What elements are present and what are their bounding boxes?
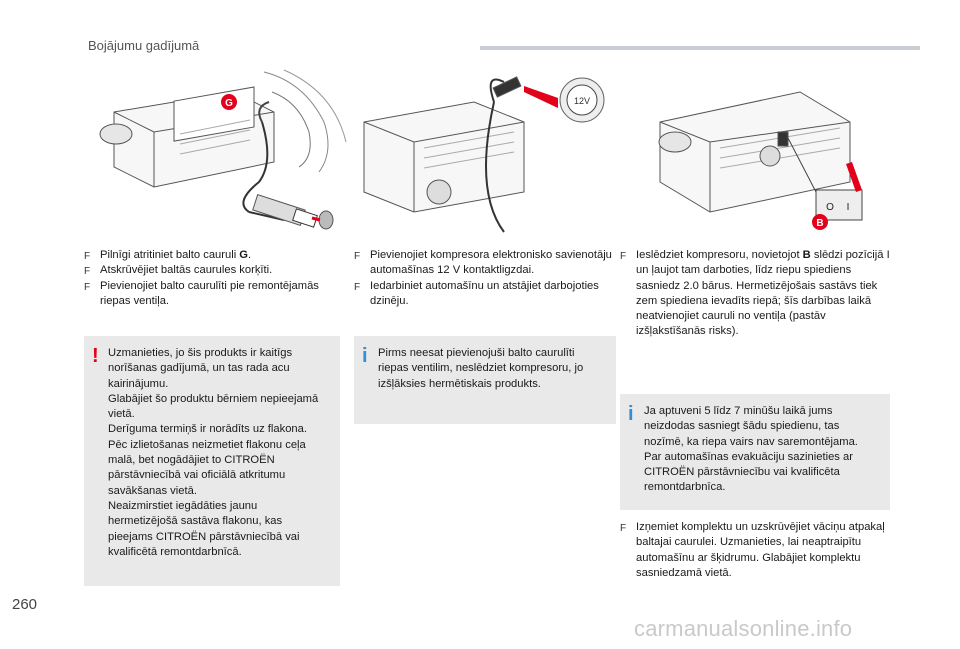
compressor-switch-illustration: O I B (658, 91, 863, 230)
info-icon: i (628, 403, 634, 425)
bullet-marker: F (84, 266, 91, 278)
label-12v: 12V (574, 96, 590, 106)
info-text-2: Ja aptuveni 5 līdz 7 minūšu laikā jums n… (644, 405, 858, 494)
step-5: F Iedarbiniet automašīnu un atstājiet da… (354, 279, 599, 307)
step-4: F Pievienojiet kompresora elektronisko s… (354, 249, 612, 277)
bullet-marker: F (354, 281, 361, 293)
info-icon: i (362, 345, 368, 367)
instructions-column-3-final: F Izņemiet komplektu un uzskrūvējiet vāc… (620, 520, 892, 581)
label-b-ref: B (802, 249, 811, 261)
bullet-marker: F (84, 251, 91, 262)
warning-text: Uzmanieties, jo šis produkts ir kaitīgs … (108, 347, 319, 558)
step-2: F Atskrūvējiet baltās caurules korķīti. (84, 263, 346, 278)
instructions-column-1: F Pilnīgi atritiniet balto cauruli G. F … (84, 248, 346, 309)
page-number: 260 (12, 596, 38, 613)
header-bar (480, 46, 920, 50)
compressor-tube-illustration: G (99, 69, 347, 230)
warning-box: ! Uzmanieties, jo šis produkts ir kaitīg… (84, 336, 340, 586)
switch-on-label: I (847, 202, 850, 213)
instructions-column-2: F Pievienojiet kompresora elektronisko s… (354, 248, 616, 309)
info-box-2: i Ja aptuveni 5 līdz 7 minūšu laikā jums… (620, 394, 890, 510)
info-text-1: Pirms neesat pievienojuši balto caurulīt… (378, 347, 584, 390)
label-g: G (225, 98, 233, 109)
step-1: F Pilnīgi atritiniet balto cauruli G. (84, 248, 346, 263)
label-b: B (816, 218, 823, 229)
instructions-column-3: F Ieslēdziet kompresoru, novietojot B sl… (620, 248, 892, 340)
warning-icon: ! (92, 345, 99, 367)
step-6: F Ieslēdziet kompresoru, novietojot B sl… (620, 249, 890, 338)
bullet-marker: F (84, 281, 91, 293)
section-title: Bojājumu gadījumā (88, 38, 200, 53)
label-g-ref: G (239, 249, 248, 261)
watermark: carmanualsonline.info (634, 616, 853, 641)
power-socket-illustration: 12V (363, 76, 605, 233)
bullet-marker: F (354, 251, 361, 262)
info-box-1: i Pirms neesat pievienojuši balto caurul… (354, 336, 616, 424)
step-7: F Izņemiet komplektu un uzskrūvējiet vāc… (620, 521, 885, 579)
bullet-marker: F (620, 251, 627, 262)
switch-off-label: O (826, 202, 834, 213)
step-3: F Pievienojiet balto caurulīti pie remon… (84, 279, 319, 307)
bullet-marker: F (620, 523, 627, 534)
